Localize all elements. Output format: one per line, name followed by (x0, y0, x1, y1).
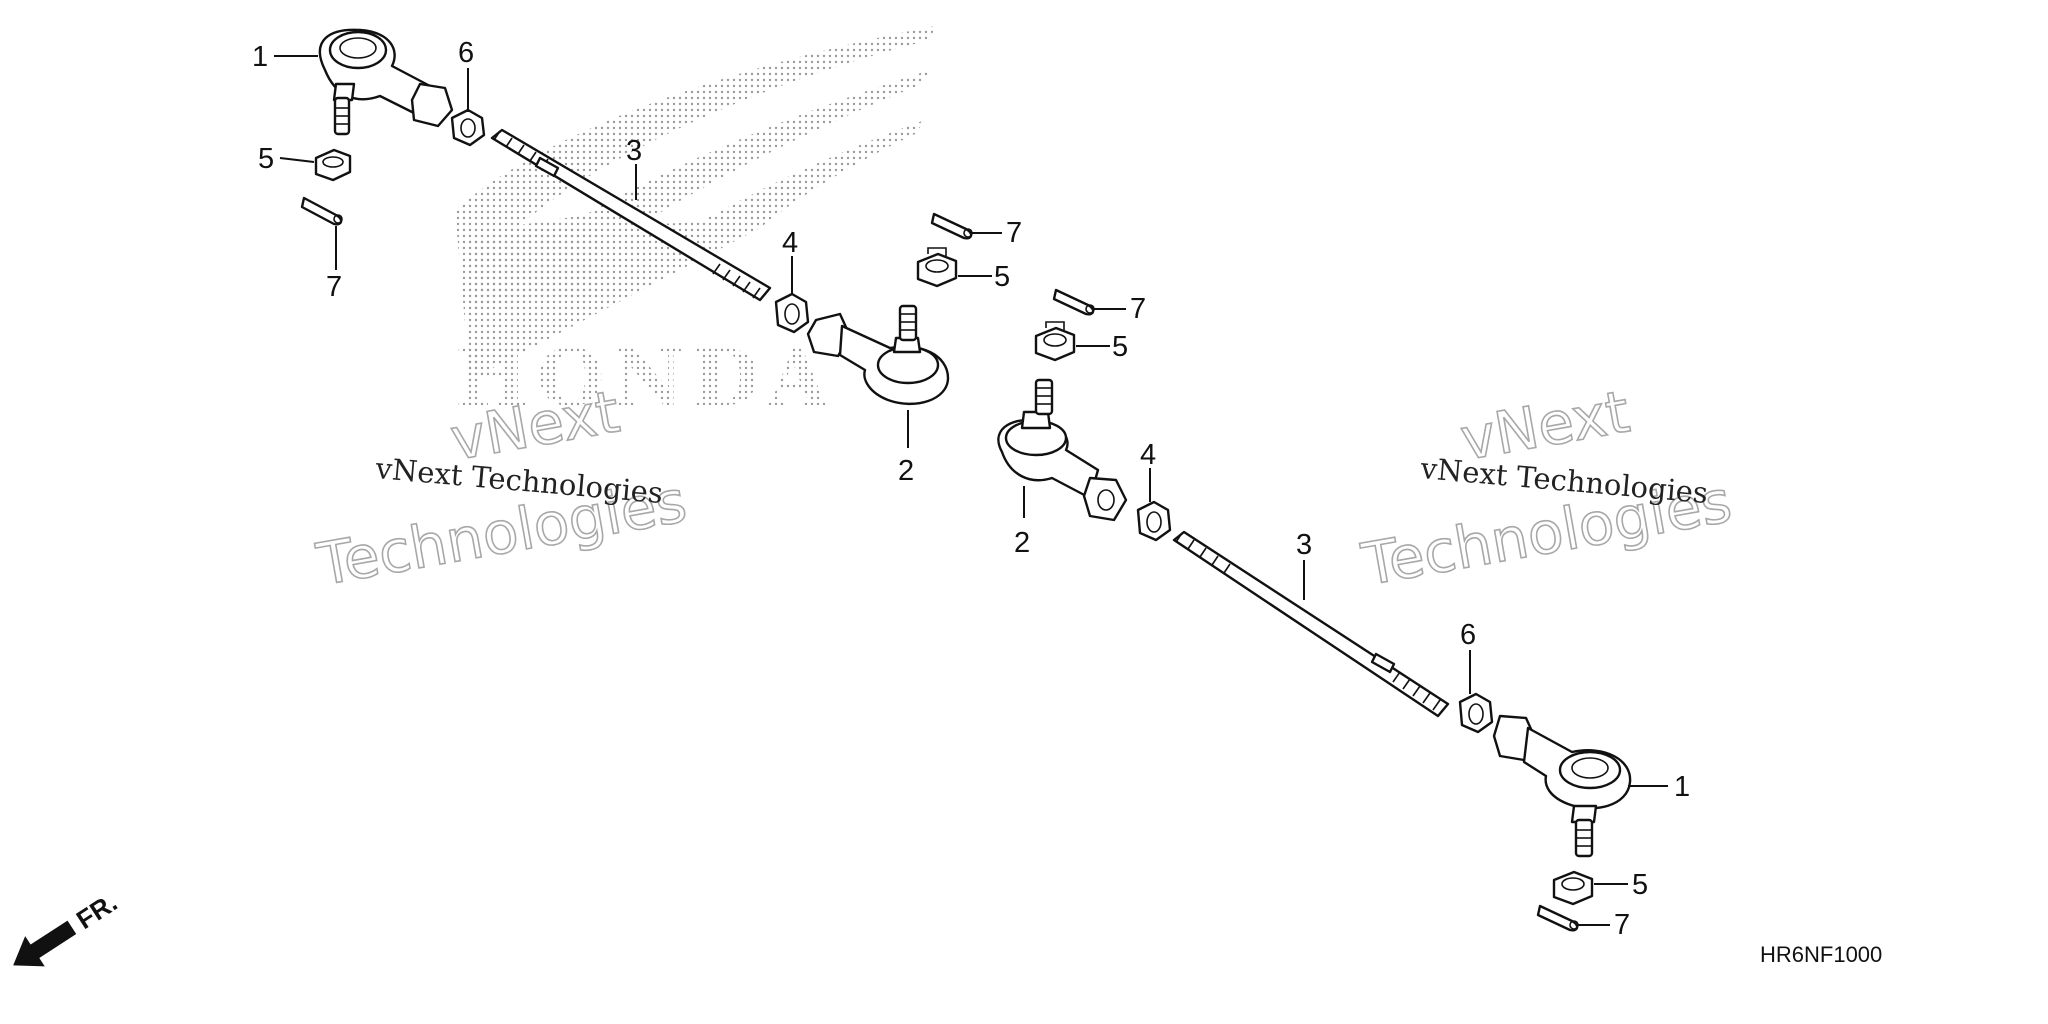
callout-7: 7 (1006, 217, 1022, 249)
callout-3: 3 (626, 135, 642, 167)
front-arrow-icon (13, 920, 77, 967)
callout-5: 5 (994, 261, 1010, 293)
cotter-pin-left-2[interactable] (930, 212, 973, 240)
cotter-pin-right-2[interactable] (1536, 904, 1579, 932)
cotter-pin-right-1[interactable] (1052, 288, 1095, 316)
castle-nut-right-2[interactable] (1552, 870, 1594, 906)
callout-numbers: 1 1 2 2 3 3 4 4 5 5 5 5 6 6 7 7 7 7 (252, 37, 1690, 941)
front-direction-indicator: FR. (13, 887, 122, 967)
cotter-pin-left-1[interactable] (300, 196, 343, 226)
callout-5: 5 (258, 143, 274, 175)
tie-rod-end-outer-left[interactable] (318, 28, 454, 136)
tie-rod-end-inner-right[interactable] (997, 378, 1128, 522)
callout-5: 5 (1112, 331, 1128, 363)
diagram-code: HR6NF1000 (1760, 942, 1882, 967)
callout-7: 7 (326, 271, 342, 303)
callout-1: 1 (252, 41, 268, 73)
honda-logo-text: HONDA (455, 333, 836, 424)
castle-nut-right-1[interactable] (1034, 321, 1076, 362)
front-label: FR. (71, 887, 122, 935)
lock-nut-right[interactable] (1458, 692, 1494, 734)
tie-rod-right[interactable] (1172, 530, 1450, 718)
callout-4: 4 (782, 227, 798, 259)
castle-nut-left-1[interactable] (314, 148, 352, 182)
callout-2: 2 (1014, 527, 1030, 559)
callout-1: 1 (1674, 771, 1690, 803)
callout-2: 2 (898, 455, 914, 487)
honda-wing-logo-watermark: HONDA (455, 26, 935, 424)
tie-rod-end-outer-right[interactable] (1492, 714, 1632, 858)
tie-rod-end-inner-left[interactable] (806, 304, 950, 406)
callout-4: 4 (1140, 439, 1156, 471)
nut-left[interactable] (774, 292, 810, 334)
callout-3: 3 (1296, 529, 1312, 561)
leader-lines (274, 55, 1668, 926)
callout-5: 5 (1632, 869, 1648, 901)
tie-rod-left[interactable] (490, 128, 772, 302)
callout-7: 7 (1130, 293, 1146, 325)
castle-nut-left-2[interactable] (916, 247, 958, 288)
nut-right[interactable] (1136, 500, 1172, 542)
lock-nut-left[interactable] (450, 108, 486, 147)
callout-6: 6 (1460, 619, 1476, 651)
vnext-watermark-right: vNext Technologies vNext Technologies (1356, 377, 1737, 600)
callout-7: 7 (1614, 909, 1630, 941)
callout-6: 6 (458, 37, 474, 69)
